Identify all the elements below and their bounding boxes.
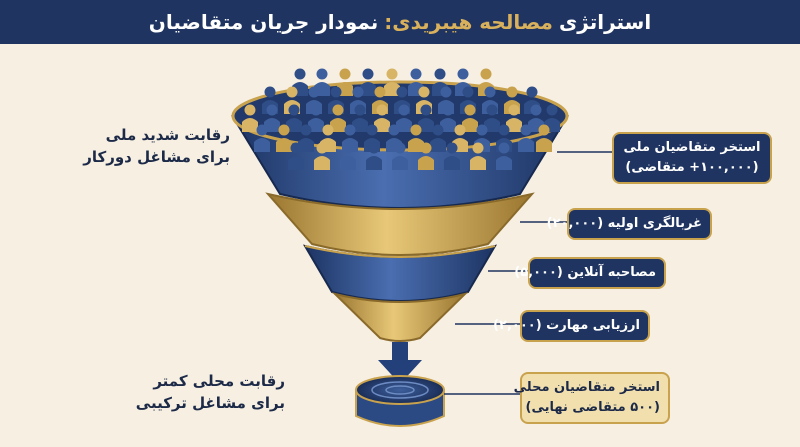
applicant-figure-icon bbox=[396, 104, 412, 132]
applicant-figure-icon bbox=[440, 104, 456, 132]
funnel-level-2 bbox=[265, 192, 535, 256]
applicant-figure-icon bbox=[418, 142, 434, 170]
funnel-diagram bbox=[230, 68, 612, 427]
note-local-competition: رقابت محلی کمتر برای مشاغل ترکیبی bbox=[135, 372, 285, 412]
applicant-figure-icon bbox=[366, 142, 382, 170]
applicant-figure-icon bbox=[392, 142, 408, 170]
stage-label-national-pool: استخر متقاضیان ملی (۱۰۰,۰۰۰+ متقاضی) bbox=[612, 132, 772, 184]
applicant-figure-icon bbox=[430, 124, 446, 152]
applicant-figure-icon bbox=[276, 124, 292, 152]
diagram-canvas: رقابت شدید ملی برای مشاغل دورکار رقابت م… bbox=[0, 44, 800, 447]
applicant-figure-icon bbox=[360, 68, 376, 96]
applicant-figure-icon bbox=[264, 104, 280, 132]
applicant-figure-icon bbox=[496, 142, 512, 170]
applicant-figure-icon bbox=[286, 104, 302, 132]
applicant-figure-icon bbox=[288, 142, 304, 170]
title-highlight: مصالحه هیبریدی: bbox=[384, 10, 553, 34]
applicant-figure-icon bbox=[418, 104, 434, 132]
funnel-level-4 bbox=[331, 292, 469, 342]
applicant-figure-icon bbox=[384, 68, 400, 96]
applicant-figure-icon bbox=[462, 104, 478, 132]
applicant-figure-icon bbox=[506, 104, 522, 132]
stage-label-skill-assessment: ارزیابی مهارت (۲,۰۰۰) bbox=[493, 310, 650, 342]
final-pool-bowl bbox=[355, 375, 445, 427]
applicant-figure-icon bbox=[408, 124, 424, 152]
funnel-level-3 bbox=[302, 244, 498, 302]
applicant-crowd bbox=[242, 68, 560, 170]
applicant-figure-icon bbox=[352, 104, 368, 132]
title-bar: استراتژی مصالحه هیبریدی: نمودار جریان مت… bbox=[0, 0, 800, 44]
applicant-figure-icon bbox=[254, 124, 270, 152]
applicant-figure-icon bbox=[242, 104, 258, 132]
title-part-1: استراتژی bbox=[558, 10, 652, 34]
applicant-figure-icon bbox=[470, 142, 486, 170]
title-part-2: نمودار جریان متقاضیان bbox=[148, 10, 379, 34]
applicant-figure-icon bbox=[374, 104, 390, 132]
stage-label-local-pool: استخر متقاضیان محلی (۵۰۰ متقاضی نهایی) bbox=[514, 372, 670, 424]
note-national-competition: رقابت شدید ملی برای مشاغل دورکار bbox=[83, 126, 230, 166]
applicant-figure-icon bbox=[340, 142, 356, 170]
stage-label-online-interview: مصاحبه آنلاین (۵,۰۰۰) bbox=[514, 257, 666, 289]
applicant-figure-icon bbox=[330, 104, 346, 132]
applicant-figure-icon bbox=[536, 124, 552, 152]
applicant-figure-icon bbox=[308, 104, 324, 132]
applicant-figure-icon bbox=[314, 142, 330, 170]
applicant-figure-icon bbox=[484, 104, 500, 132]
stage-label-initial-screening: غربالگری اولیه (۲۰,۰۰۰) bbox=[547, 208, 712, 240]
flow-arrow-down bbox=[378, 342, 422, 384]
connector-lines bbox=[444, 151, 612, 395]
applicant-figure-icon bbox=[518, 124, 534, 152]
applicant-figure-icon bbox=[298, 124, 314, 152]
applicant-figure-icon bbox=[444, 142, 460, 170]
